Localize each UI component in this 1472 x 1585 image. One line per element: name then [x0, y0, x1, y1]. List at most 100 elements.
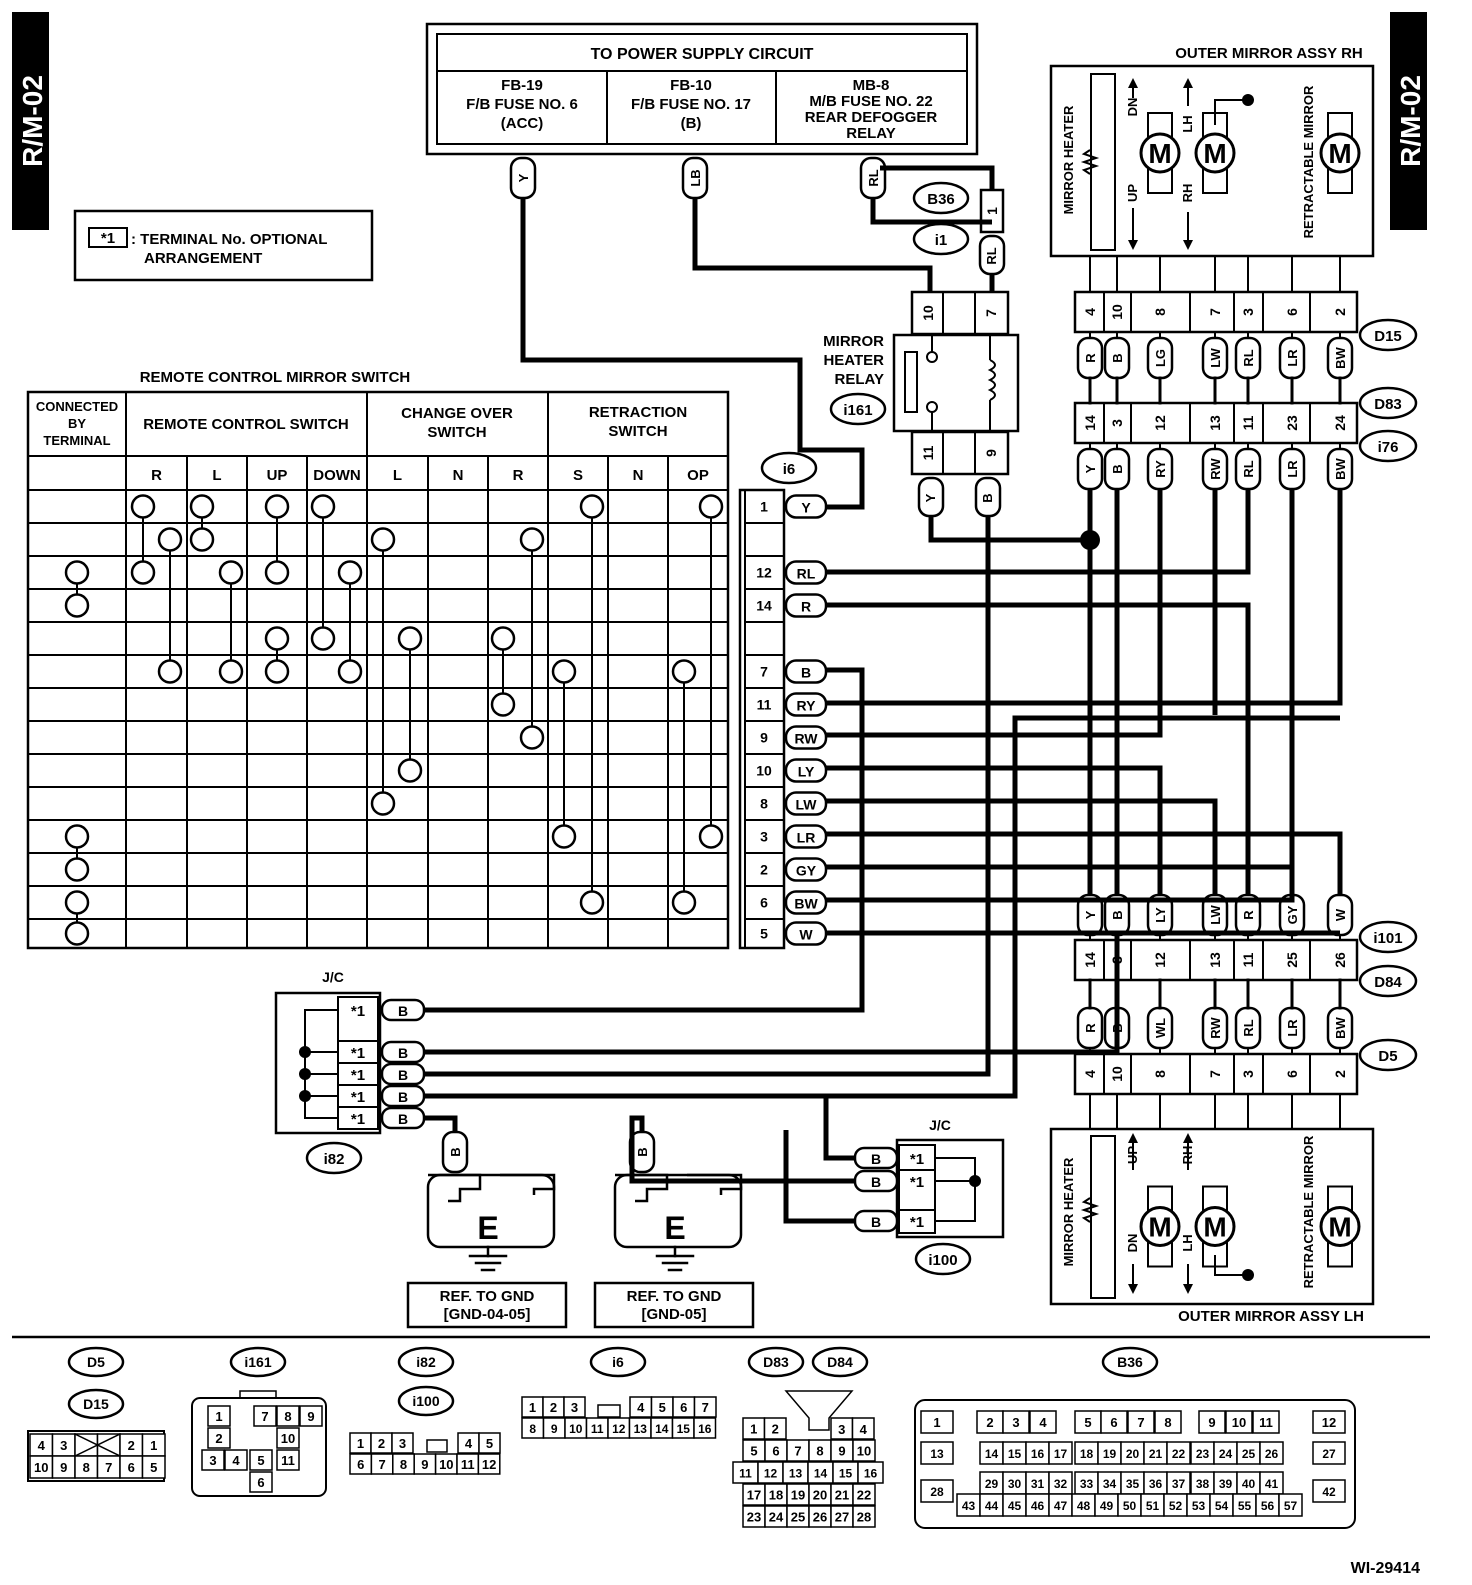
rh-motor-m-2: M [1328, 138, 1351, 169]
d15-wire-tags-1: B [1110, 353, 1125, 362]
d83-row2-5: 10 [857, 1444, 871, 1459]
ground-ref-2-0: [GND-04-05] [444, 1306, 531, 1323]
ground-ref-2-1: [GND-05] [641, 1306, 706, 1323]
i6p-row2-0: 8 [529, 1422, 536, 1436]
i161-cell [253, 1405, 277, 1427]
ground-body [613, 1173, 743, 1249]
connected-2: BY [68, 416, 86, 431]
b36-pin-r1-5: 6 [1110, 1415, 1117, 1430]
i101-wire-tags-3: LW [1208, 905, 1223, 925]
i6p-row2-8: 16 [698, 1422, 712, 1436]
rh-junction [1242, 94, 1254, 106]
col-header-5: N [453, 467, 464, 484]
i82-pin-4: 4 [465, 1436, 473, 1451]
i161-label: i161 [843, 402, 872, 419]
i101-cells-5: 25 [1284, 952, 1300, 968]
relay-wire-b: B [980, 493, 995, 502]
wire-b-jcr3 [783, 1130, 855, 1224]
jc-left-wire-4: B [398, 1111, 408, 1127]
d15-wire-tags-0: R [1083, 353, 1098, 363]
i6-wire-BW: BW [794, 896, 818, 912]
jc-left-wire-1: B [398, 1045, 408, 1061]
i101-cells-3: 13 [1207, 952, 1223, 968]
i76-wire-tags-0: Y [1083, 464, 1098, 473]
i82-row2-2: 8 [400, 1457, 407, 1472]
i6-wire-Y: Y [801, 500, 811, 516]
pin-i6-oval [589, 1346, 647, 1378]
switch-contact [157, 659, 183, 684]
i82-key [426, 1439, 448, 1453]
lh-retract-label: RETRACTABLE MIRROR [1301, 1135, 1316, 1288]
col-header-6: R [513, 467, 524, 484]
switch-contact [519, 725, 545, 750]
i6-label: i6 [783, 461, 796, 478]
wire-r [826, 602, 1251, 895]
b36-pin-r2-2: 15 [1008, 1447, 1022, 1461]
b36-pin-r3-5: 33 [1080, 1477, 1094, 1491]
d83-row5-cell [852, 1505, 876, 1528]
i6-wire-R: R [801, 599, 811, 615]
b36-pin-r4-1: 44 [985, 1499, 999, 1513]
switch-contact [490, 626, 516, 651]
i6-wire-RL: RL [797, 566, 816, 582]
d83-row2-3: 8 [816, 1444, 823, 1459]
switch-contact [264, 659, 290, 684]
group-changeover-1: CHANGE OVER [401, 405, 513, 422]
i101-wire-tags-4: R [1241, 910, 1256, 920]
terminal-contact [64, 560, 90, 585]
lh-dn: DN [1125, 1234, 1140, 1253]
i101-wire-tags-2: LY [1153, 907, 1168, 923]
i6-key [597, 1404, 621, 1418]
i82-row2-4: 10 [439, 1457, 453, 1472]
i6p-row2-cell [693, 1417, 717, 1439]
d5-row1-cell [96, 1433, 121, 1457]
legend-box: *1 : TERMINAL No. OPTIONAL ARRANGEMENT [73, 209, 374, 282]
i76-cells-0: 14 [1082, 415, 1098, 431]
i161-cell [201, 1449, 225, 1471]
pin-b36: B36 [1117, 1354, 1143, 1370]
b36-cell [1259, 1441, 1284, 1465]
i6p-row2-7: 15 [677, 1422, 691, 1436]
b36-pin-r3-9: 37 [1172, 1477, 1186, 1491]
d83-row1a-0: 1 [750, 1422, 757, 1437]
switch-contact [698, 494, 724, 519]
jc-left-wire-0: B [398, 1003, 408, 1019]
i6-pin-7: 7 [760, 664, 768, 680]
i76-wire-tags-1: B [1110, 464, 1125, 473]
pin-d15-oval [67, 1388, 125, 1420]
b36-pin-r3-0: 28 [930, 1485, 944, 1499]
d5-row1-4: 2 [128, 1438, 135, 1453]
pin-i6: i6 [612, 1354, 624, 1370]
i6p-row2-4: 12 [612, 1422, 626, 1436]
i161-cell [207, 1427, 231, 1449]
b36-pin-r2-6: 19 [1103, 1447, 1117, 1461]
d5-row2-3: 7 [105, 1460, 112, 1475]
connected-1: CONNECTED [36, 399, 118, 414]
b36-cell [1166, 1441, 1191, 1465]
mirror-rh-title: OUTER MIRROR ASSY RH [1175, 45, 1363, 62]
i6p-cell [693, 1396, 717, 1418]
rh-up: UP [1125, 184, 1140, 202]
relay-wire-y: Y [923, 493, 938, 502]
d5-wire-tags-2: WL [1153, 1018, 1168, 1038]
relay-label-3: RELAY [835, 371, 884, 388]
b36-cell [1127, 1410, 1155, 1434]
b36-pin-r1-3: 4 [1039, 1415, 1047, 1430]
i6p-pin-4: 5 [659, 1400, 666, 1415]
fuse-1-line3: (B) [681, 115, 702, 132]
col-header-9: OP [687, 467, 709, 484]
lh-motor-m-1: M [1203, 1212, 1226, 1243]
i6p-row2-1: 9 [551, 1422, 558, 1436]
b36-pin-r4-6: 49 [1100, 1499, 1114, 1513]
b36-pin: 1 [984, 207, 1000, 215]
b36-cell [1002, 1410, 1030, 1434]
d83-row4-2: 19 [791, 1488, 805, 1503]
legend-text-1: : TERMINAL No. OPTIONAL [131, 231, 327, 248]
switch-contact [189, 527, 215, 552]
switch-contact [218, 659, 244, 684]
d5-cells-6: 2 [1332, 1070, 1348, 1078]
lh-lh: LH [1180, 1234, 1195, 1251]
b36-wire: RL [984, 247, 999, 264]
d15-cells-6: 2 [1332, 308, 1348, 316]
